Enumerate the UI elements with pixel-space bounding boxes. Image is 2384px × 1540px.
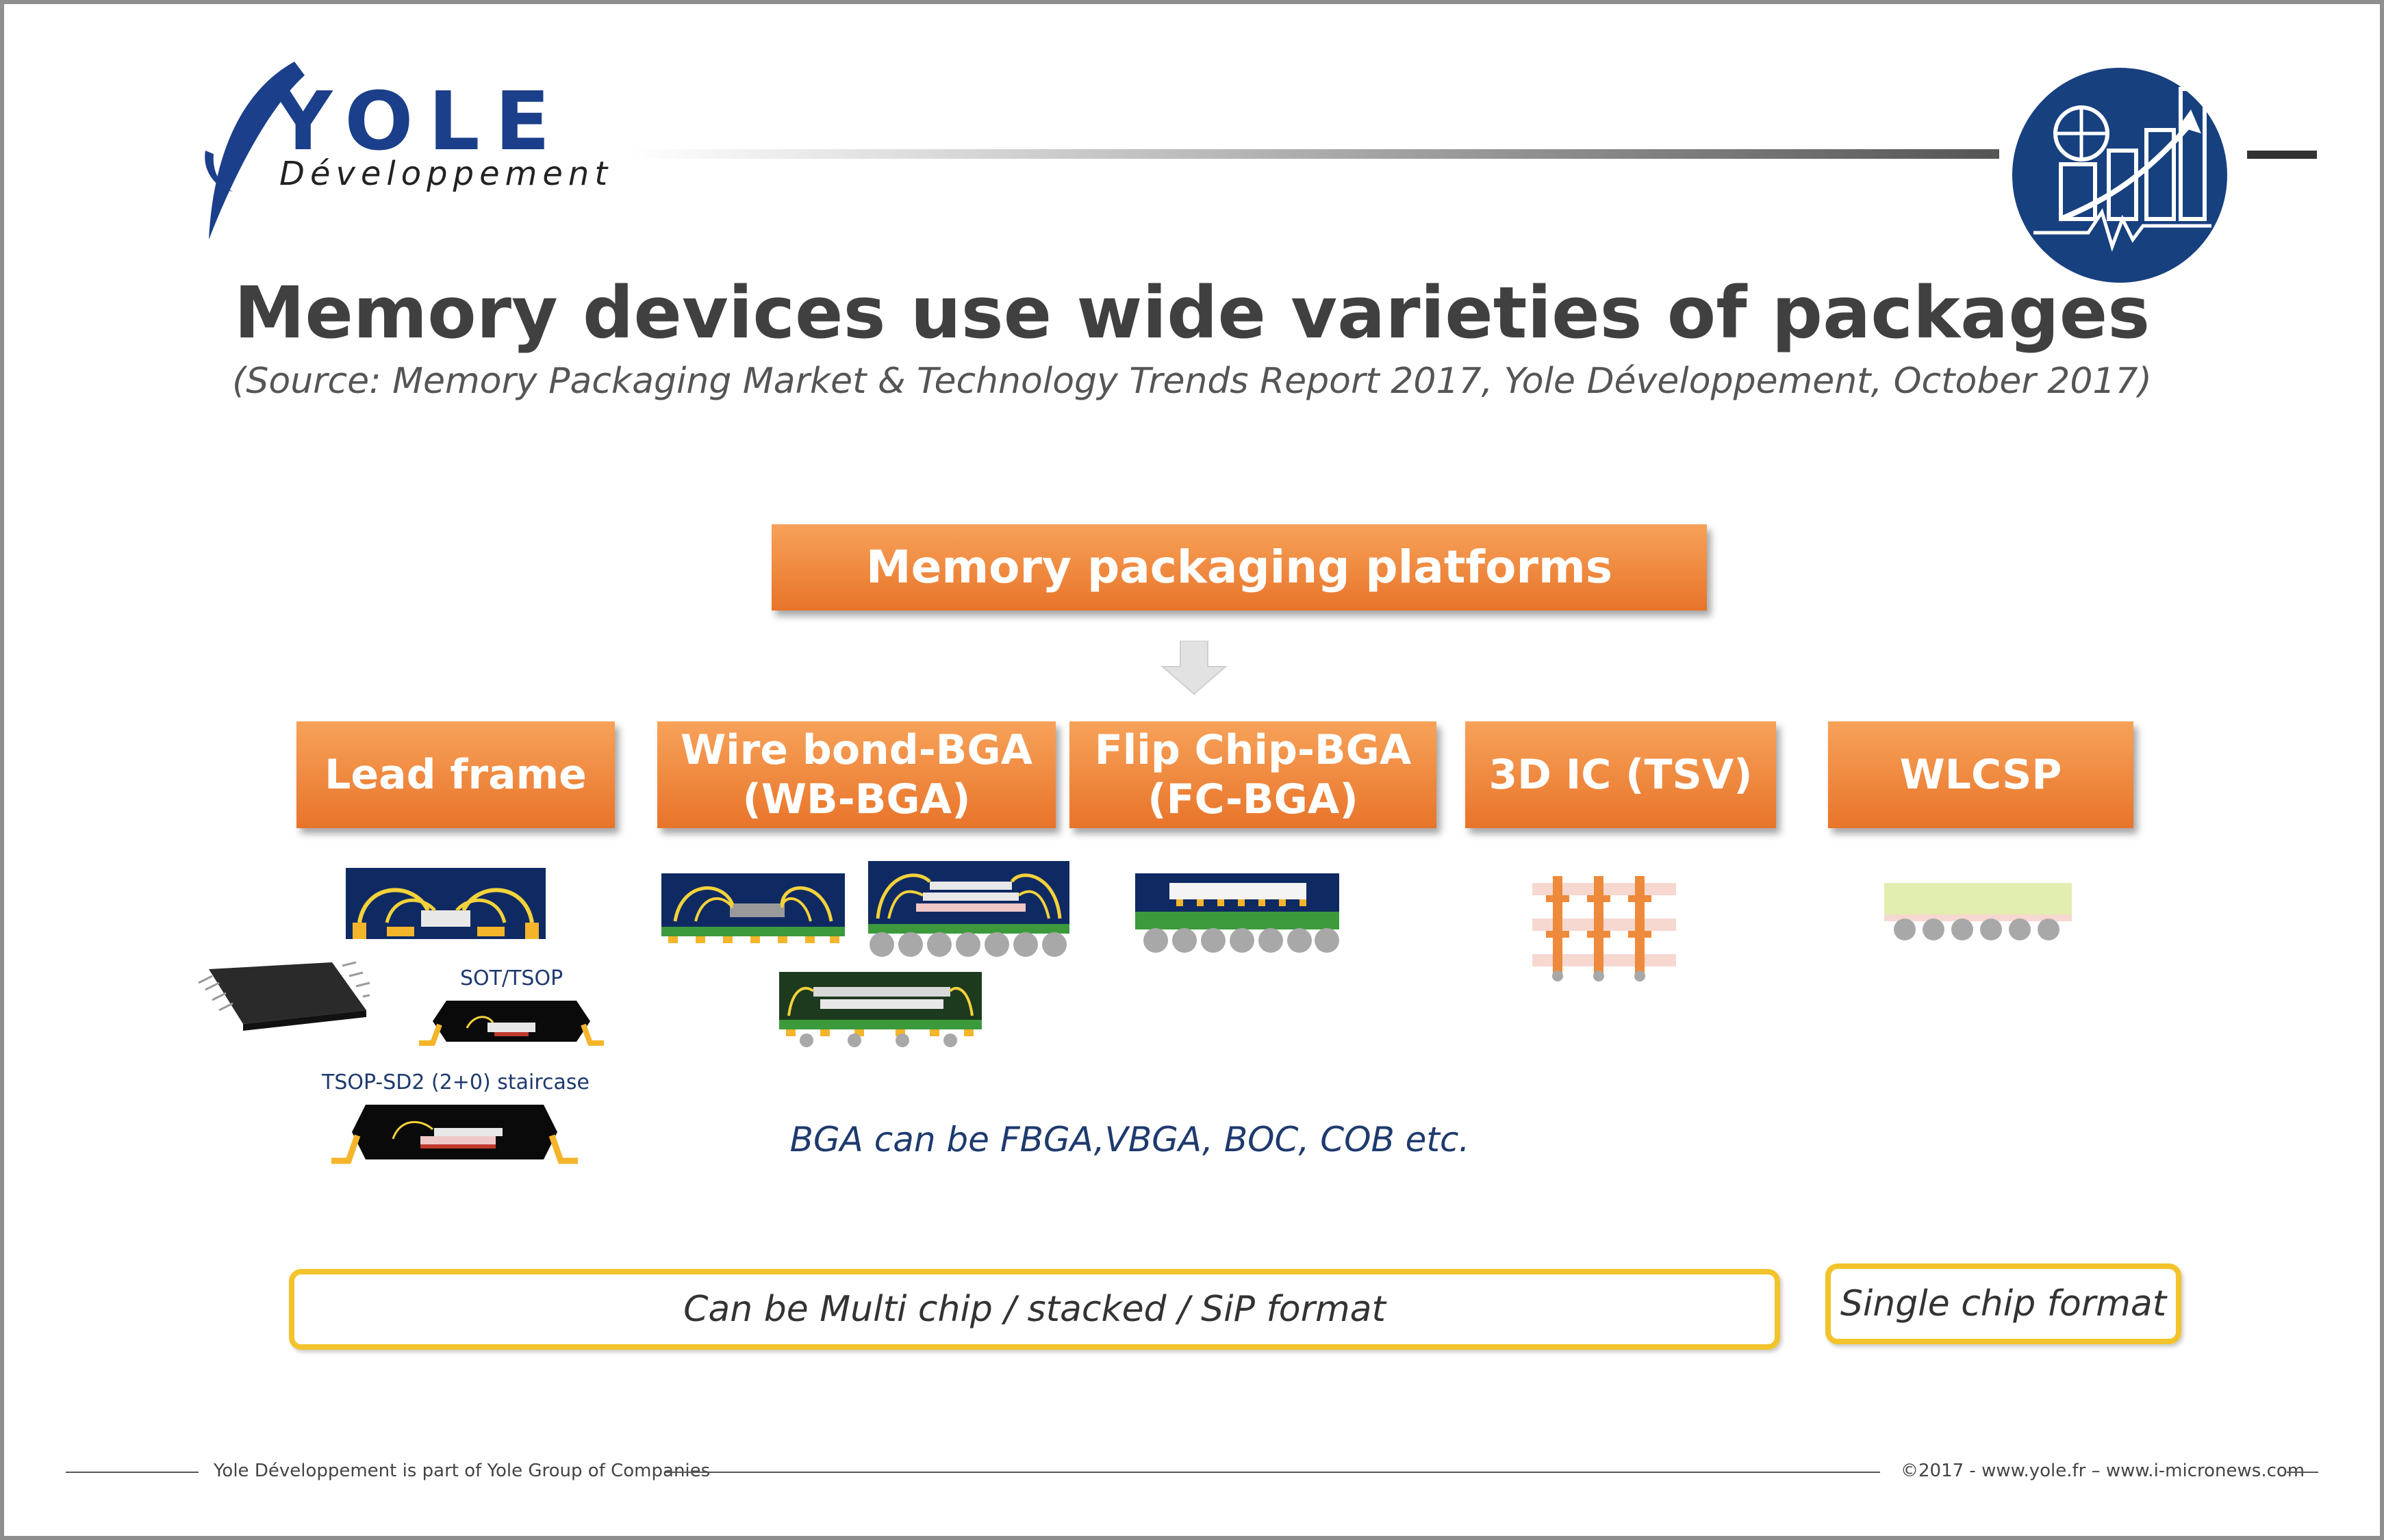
platform-label-line1: Lead frame bbox=[325, 751, 587, 799]
down-arrow-icon bbox=[1161, 641, 1228, 695]
3d-ic-tsv-cross-section-icon bbox=[1532, 876, 1676, 981]
logo-tagline: Développement bbox=[279, 155, 613, 193]
platform-wlcsp: WLCSP bbox=[1828, 721, 2133, 828]
header-rule bbox=[630, 149, 1999, 159]
footer-rule-left bbox=[66, 1472, 199, 1473]
wb-bga-stacked-cross-section-icon bbox=[868, 861, 1069, 957]
single-chip-format-box: Single chip format bbox=[1825, 1263, 2181, 1344]
platform-label-line1: Flip Chip-BGA bbox=[1094, 726, 1412, 774]
wlcsp-cross-section-icon bbox=[1884, 883, 2072, 940]
yole-swoosh-logo-icon bbox=[205, 62, 305, 240]
report-badge-icon bbox=[2008, 64, 2231, 287]
platform-fc-bga: Flip Chip-BGA (FC-BGA) bbox=[1069, 721, 1436, 828]
platform-label-line1: Wire bond-BGA bbox=[680, 726, 1033, 774]
sot-tsop-cross-section-icon bbox=[419, 1001, 604, 1046]
memory-packaging-platforms-box: Memory packaging platforms bbox=[772, 524, 1707, 611]
header-rule-right bbox=[2247, 151, 2317, 159]
sot-tsop-label: SOT/TSOP bbox=[460, 966, 563, 990]
tsop-chip-photo-icon bbox=[198, 961, 370, 1031]
page-title: Memory devices use wide varieties of pac… bbox=[233, 271, 2151, 355]
page-subtitle: (Source: Memory Packaging Market & Techn… bbox=[232, 361, 2152, 402]
platform-label-line1: 3D IC (TSV) bbox=[1488, 751, 1753, 799]
platform-label-line2: (FC-BGA) bbox=[1147, 775, 1358, 823]
tsop-sd2-cross-section-icon bbox=[331, 1105, 578, 1164]
fc-bga-cross-section-icon bbox=[1135, 873, 1339, 953]
footer-right-text: ©2017 - www.yole.fr – www.i-micronews.co… bbox=[1901, 1461, 2305, 1481]
platform-label-line1: WLCSP bbox=[1899, 751, 2062, 799]
footer-left-text: Yole Développement is part of Yole Group… bbox=[214, 1461, 711, 1481]
logo-wordmark: YOLE bbox=[274, 74, 566, 168]
boc-cross-section-icon bbox=[779, 972, 982, 1047]
platform-3d-ic-tsv: 3D IC (TSV) bbox=[1465, 721, 1776, 828]
platform-wb-bga: Wire bond-BGA (WB-BGA) bbox=[657, 721, 1056, 828]
platform-lead-frame: Lead frame bbox=[296, 721, 615, 828]
lead-frame-cross-section-icon bbox=[346, 868, 546, 939]
footer-rule-middle bbox=[665, 1472, 1880, 1473]
footer-rule-right bbox=[2287, 1472, 2318, 1473]
multi-chip-format-box: Can be Multi chip / stacked / SiP format bbox=[289, 1269, 1780, 1350]
tsop-sd2-label: TSOP-SD2 (2+0) staircase bbox=[322, 1070, 590, 1094]
platform-label-line2: (WB-BGA) bbox=[742, 775, 971, 823]
bga-note: BGA can be FBGA,VBGA, BOC, COB etc. bbox=[789, 1120, 1470, 1159]
wb-bga-cross-section-icon bbox=[661, 873, 845, 943]
